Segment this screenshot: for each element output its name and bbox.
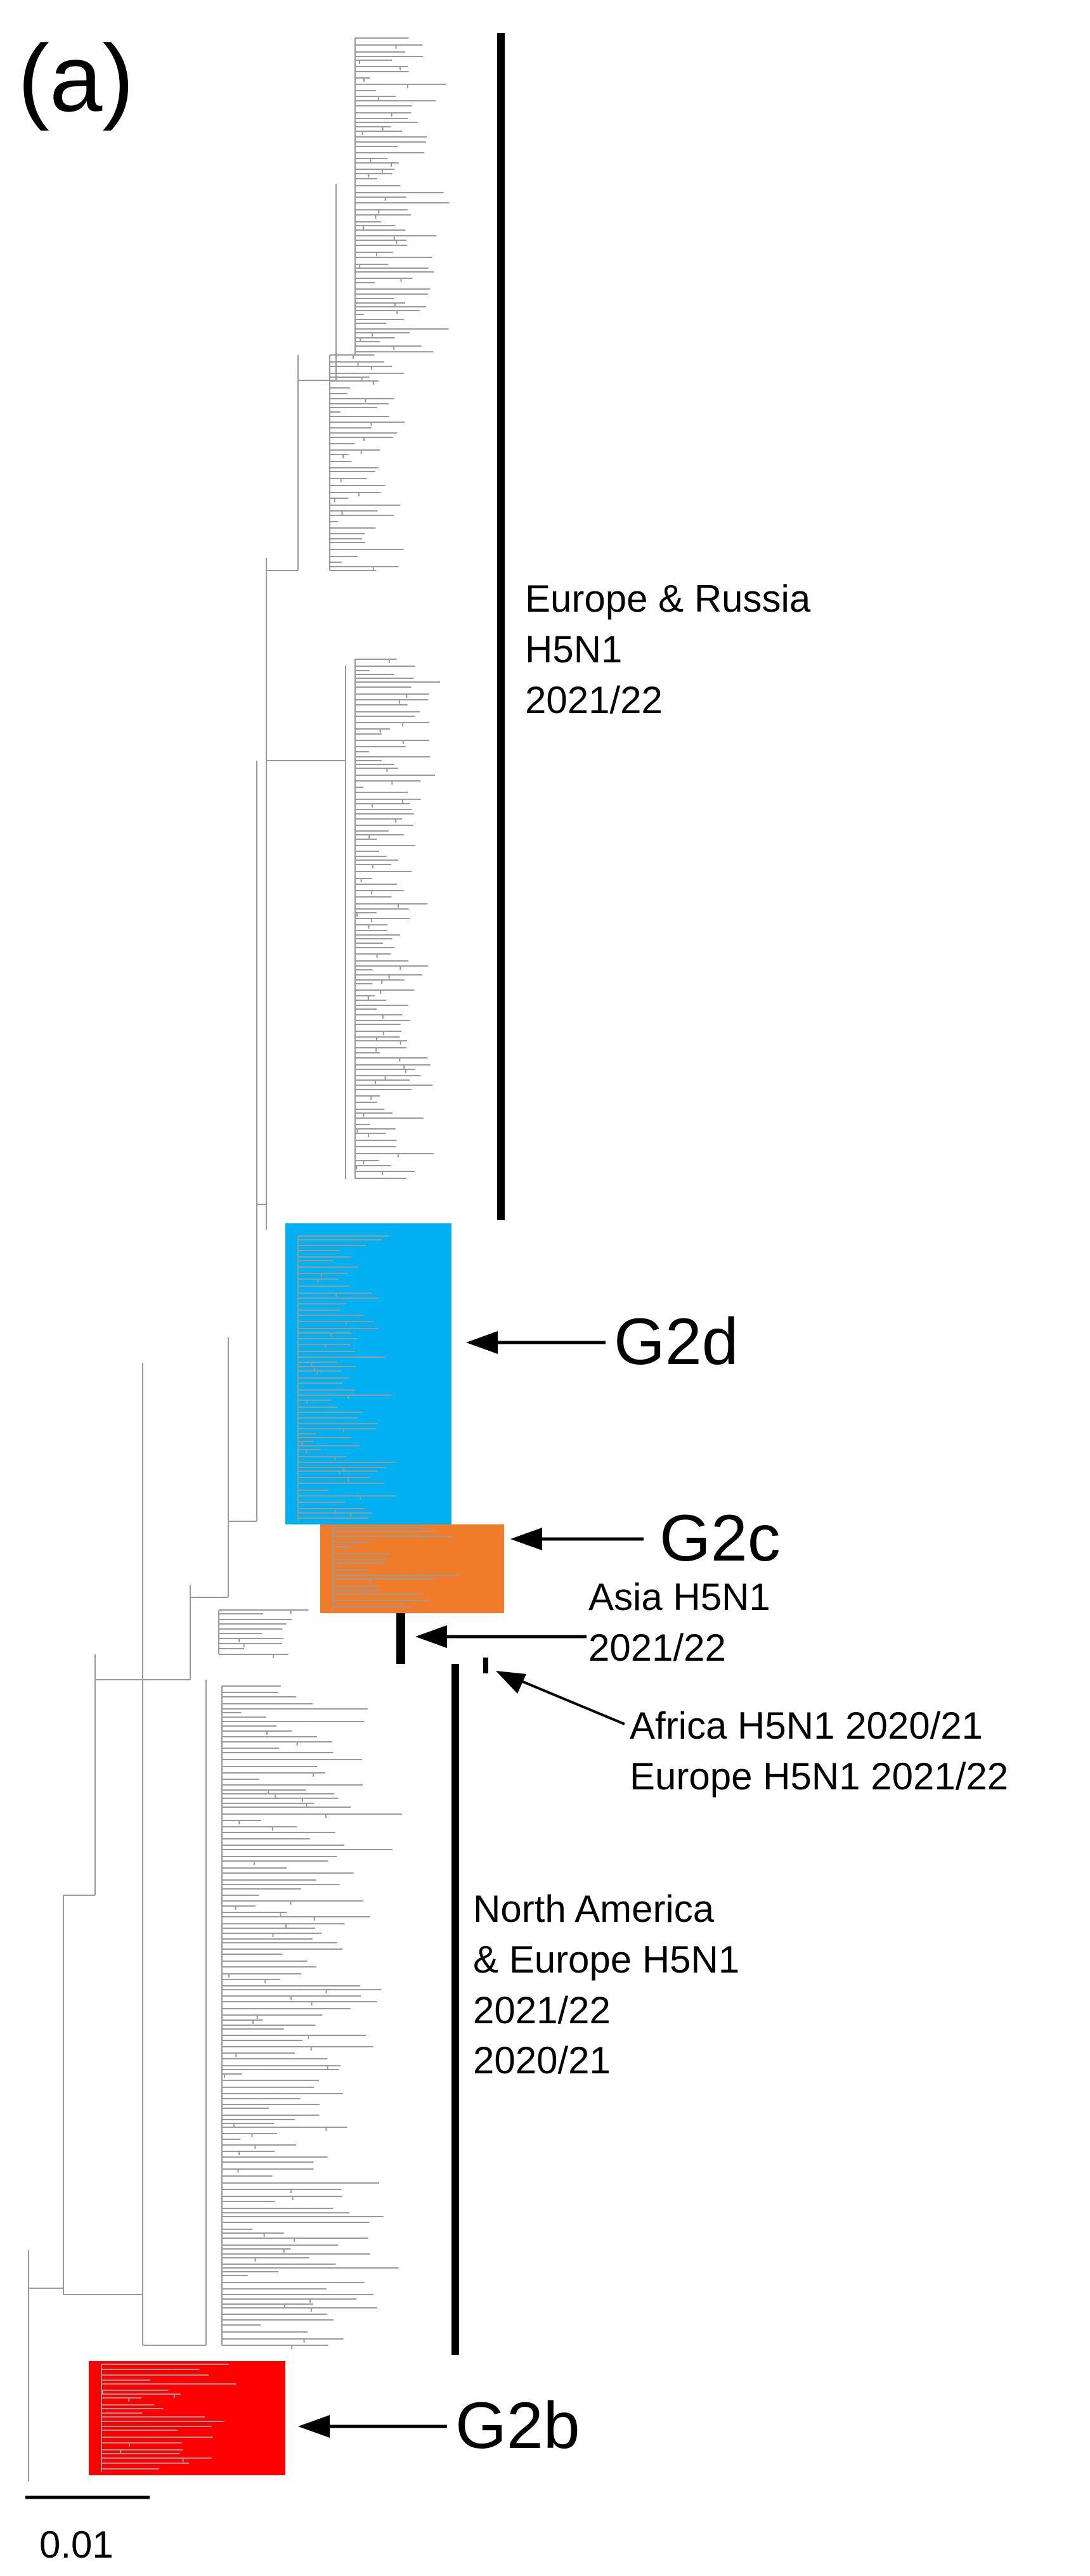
- scale-bar-label: 0.01: [39, 2523, 114, 2566]
- g2b-arrowhead: [298, 2415, 330, 2438]
- g2b-label: G2b: [455, 2389, 580, 2463]
- asia-arrowhead: [415, 1625, 447, 1648]
- g2c-label: G2c: [659, 1502, 781, 1575]
- tree-branches: [28, 37, 459, 2482]
- g2d-label: G2d: [614, 1305, 739, 1379]
- asia-label: Asia H5N1 2021/22: [588, 1576, 770, 1669]
- g2c-arrowhead: [510, 1528, 542, 1550]
- africa-europe-arrow: [510, 1675, 625, 1725]
- north-america-europe-label: North America & Europe H5N1 2021/22 2020…: [473, 1888, 740, 2082]
- g2c-highlight-box: [320, 1524, 504, 1613]
- africa-europe-label: Africa H5N1 2020/21 Europe H5N1 2021/22: [630, 1704, 1009, 1798]
- g2d-highlight-box: [285, 1223, 451, 1524]
- europe-russia-label: Europe & Russia H5N1 2021/22: [525, 577, 811, 721]
- panel-letter: (a): [18, 25, 134, 131]
- g2d-arrowhead: [466, 1331, 498, 1354]
- africa-europe-arrowhead: [496, 1671, 526, 1694]
